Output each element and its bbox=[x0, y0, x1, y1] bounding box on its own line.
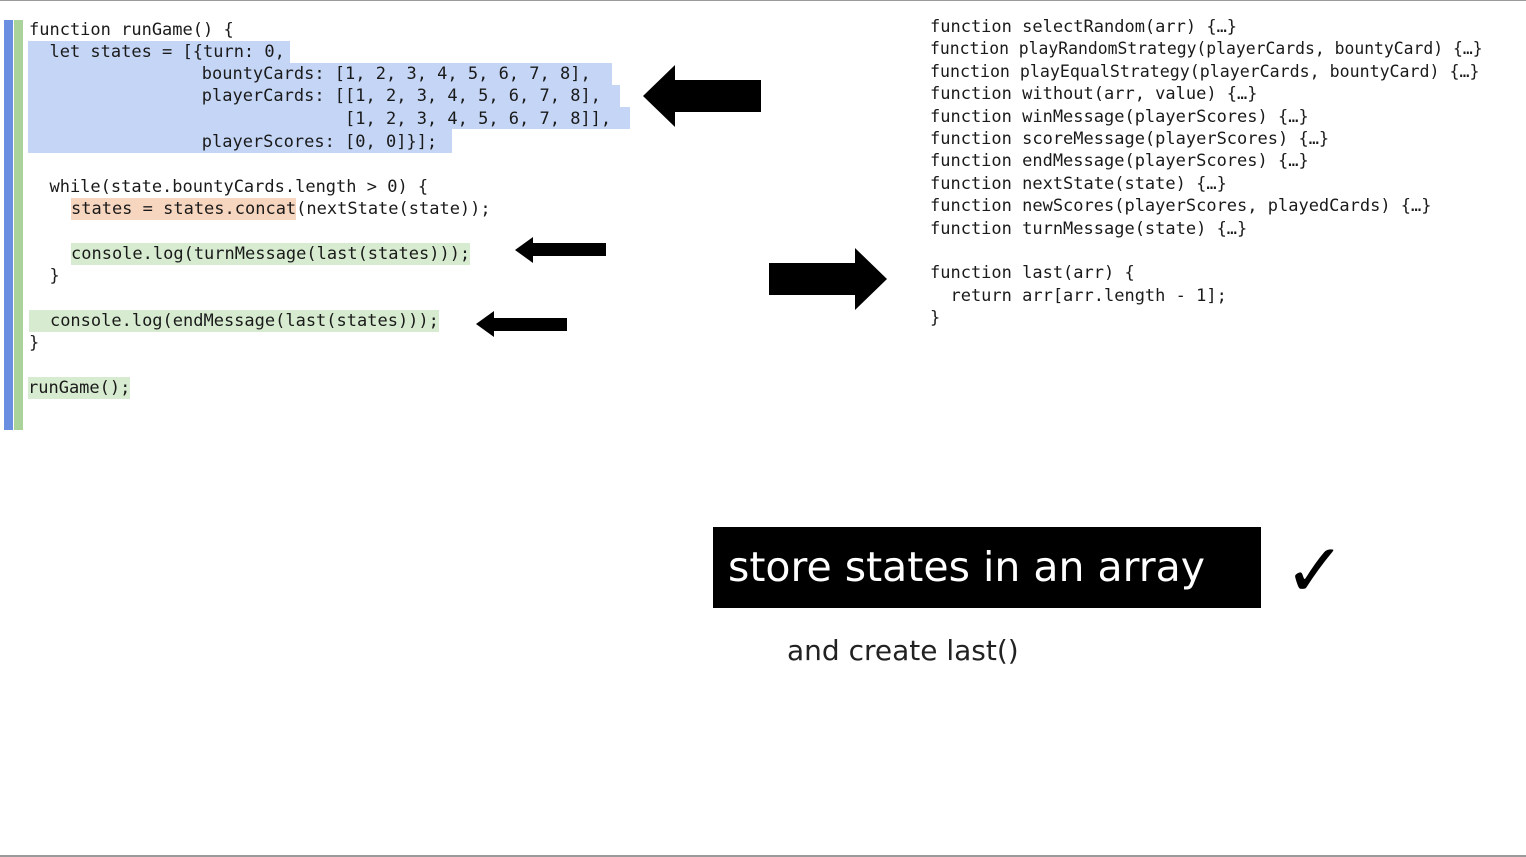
code-line-concat: states = states.concat(nextState(state))… bbox=[71, 198, 491, 220]
code-line: return arr[arr.length - 1]; bbox=[930, 286, 1227, 306]
code-line-turn-log: console.log(turnMessage(last(states))); bbox=[71, 243, 471, 265]
states-literal-highlight bbox=[28, 63, 612, 85]
slide-top-border bbox=[0, 0, 1526, 1]
code-line: while(state.bountyCards.length > 0) { bbox=[29, 177, 429, 197]
slide-bottom-border bbox=[0, 855, 1526, 857]
code-line: function without(arr, value) {…} bbox=[930, 84, 1258, 104]
states-literal-highlight bbox=[28, 107, 630, 129]
change-gutter-green bbox=[14, 20, 23, 430]
code-line: playerCards: [[1, 2, 3, 4, 5, 6, 7, 8], bbox=[38, 86, 601, 106]
turn-log-highlight: console.log(turnMessage(last(states))); bbox=[71, 243, 471, 265]
code-line: function playRandomStrategy(playerCards,… bbox=[930, 39, 1483, 58]
code-line: function runGame() { bbox=[29, 20, 234, 40]
code-line: } bbox=[29, 266, 60, 286]
code-line-run-call: runGame(); bbox=[28, 377, 131, 399]
caption-subtitle: and create last() bbox=[787, 634, 1019, 667]
change-gutter-blue bbox=[4, 20, 13, 430]
states-literal-highlight bbox=[28, 85, 620, 107]
code-line: playerScores: [0, 0]}]; bbox=[38, 132, 438, 152]
states-literal-highlight bbox=[28, 41, 290, 63]
code-line: [1, 2, 3, 4, 5, 6, 7, 8]], bbox=[38, 109, 612, 129]
code-line: function nextState(state) {…} bbox=[930, 174, 1227, 194]
code-line: } bbox=[29, 333, 40, 353]
code-line: bountyCards: [1, 2, 3, 4, 5, 6, 7, 8], bbox=[38, 64, 591, 84]
code-line: } bbox=[930, 308, 941, 328]
code-line: function turnMessage(state) {…} bbox=[930, 219, 1248, 239]
checkmark-icon: ✓ bbox=[1284, 528, 1347, 614]
code-line: function newScores(playerScores, playedC… bbox=[930, 196, 1432, 216]
caption-banner: store states in an array bbox=[713, 527, 1261, 608]
code-line-end-log: console.log(endMessage(last(states))); bbox=[29, 310, 439, 332]
run-call-highlight: runGame(); bbox=[28, 377, 131, 399]
end-log-highlight: console.log(endMessage(last(states))); bbox=[29, 310, 439, 332]
code-line: function winMessage(playerScores) {…} bbox=[930, 107, 1309, 127]
code-line: function selectRandom(arr) {…} bbox=[930, 17, 1238, 37]
code-line: function endMessage(playerScores) {…} bbox=[930, 151, 1309, 171]
states-literal-highlight bbox=[28, 129, 452, 153]
concat-highlight: states = states.concat bbox=[71, 198, 297, 220]
code-line: function scoreMessage(playerScores) {…} bbox=[930, 129, 1330, 149]
caption-title: store states in an array bbox=[728, 543, 1206, 591]
code-line: function playEqualStrategy(playerCards, … bbox=[930, 62, 1480, 81]
code-line: function last(arr) { bbox=[930, 263, 1135, 283]
code-fragment: (nextState(state)); bbox=[296, 199, 491, 219]
code-line: let states = [{turn: 0, bbox=[29, 42, 285, 62]
